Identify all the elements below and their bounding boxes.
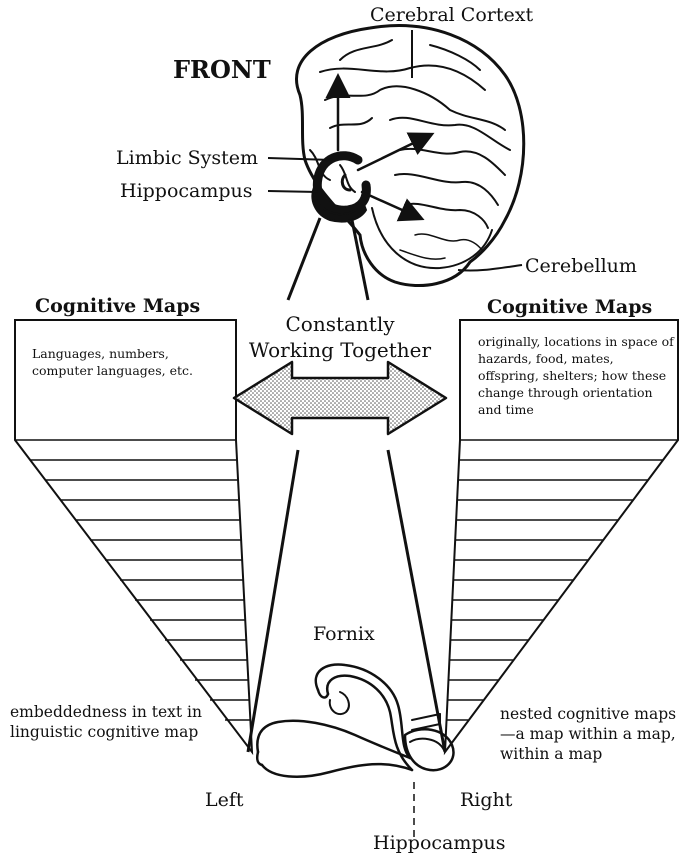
left-note: embeddedness in text in linguistic cogni… [10,702,220,742]
hippocampus-top-label: Hippocampus [120,181,253,203]
left-cognitive-maps-header: Cognitive Maps [35,296,200,318]
right-cognitive-maps-header: Cognitive Maps [487,297,652,319]
working-together-label: Working Together [230,338,450,362]
constantly-label: Constantly [240,312,440,336]
brain-illustration-icon [296,26,523,286]
fornix-hippocampus-illustration-icon [257,664,453,776]
brain-arrow-down-right [362,192,420,218]
fornix-label: Fornix [313,624,375,646]
right-note: nested cognitive maps—a map within a map… [500,704,690,764]
right-label: Right [460,790,512,812]
connector-lines [248,218,445,752]
double-headed-arrow-icon [234,362,446,434]
left-cognitive-map-funnel [15,320,252,752]
cerebellum-label: Cerebellum [525,256,637,278]
right-box-text: originally, locations in space of hazard… [478,334,678,418]
hippocampus-bottom-label: Hippocampus [373,833,506,855]
limbic-system-label: Limbic System [116,148,258,170]
front-label: FRONT [173,56,271,84]
left-box-text: Languages, numbers, computer languages, … [32,346,217,380]
cerebral-cortex-label: Cerebral Cortext [370,5,533,27]
label-leaders [268,30,522,271]
left-label: Left [205,790,244,812]
brain-arrow-right [358,135,430,170]
